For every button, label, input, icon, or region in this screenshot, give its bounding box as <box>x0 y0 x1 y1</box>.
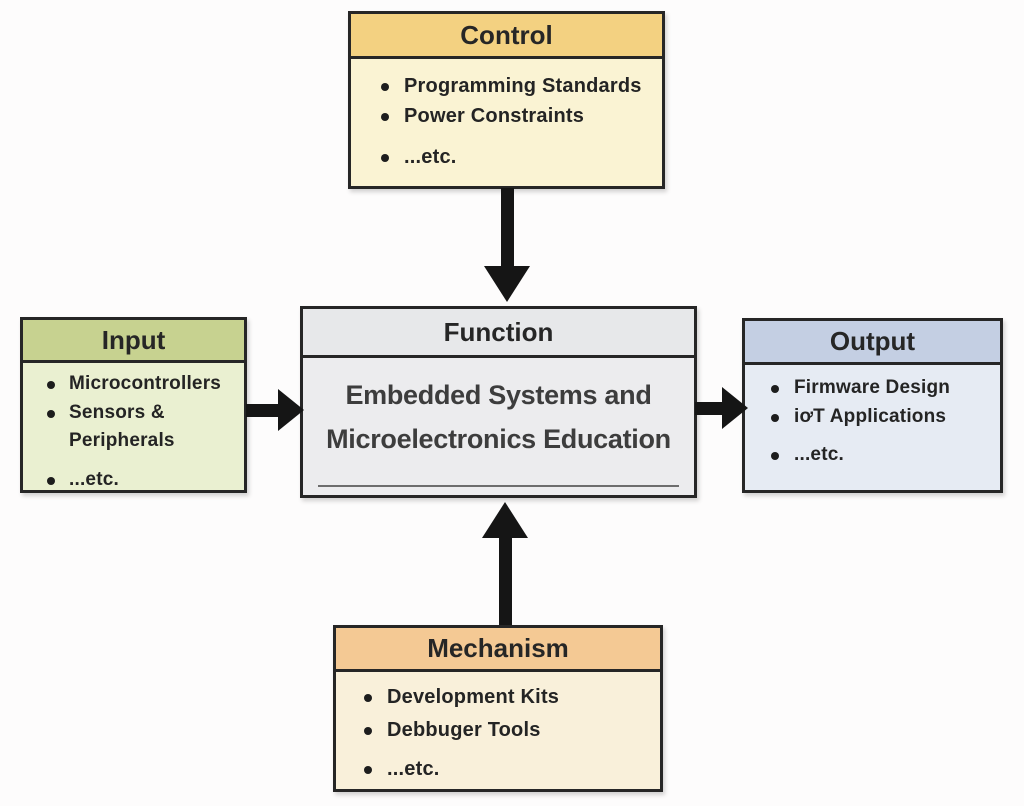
bullet-icon <box>771 414 779 422</box>
arrow-shaft <box>695 402 724 415</box>
arrow-shaft <box>501 188 514 268</box>
output-box-body: Firmware Design iơT Applications ...etc. <box>745 365 1000 469</box>
arrowhead-right-icon <box>722 387 748 429</box>
function-label: Embedded Systems and Microelectronics Ed… <box>326 380 671 454</box>
bullet-icon <box>771 385 779 393</box>
list-item: iơT Applications <box>771 402 996 431</box>
arrowhead-up-icon <box>482 502 528 538</box>
bullet-icon <box>364 727 372 735</box>
list-item: ...etc. <box>771 440 996 469</box>
arrow-shaft <box>246 404 280 417</box>
bullet-icon <box>771 452 779 460</box>
mechanism-box: Mechanism Development Kits Debbuger Tool… <box>333 625 663 792</box>
list-item: Power Constraints <box>381 101 654 131</box>
arrowhead-right-icon <box>278 389 304 431</box>
list-item-label: Microcontrollers <box>69 373 222 394</box>
list-item: Programming Standards <box>381 71 654 101</box>
control-box-title: Control <box>351 14 662 59</box>
bullet-icon <box>364 694 372 702</box>
list-item: Development Kits <box>364 682 654 712</box>
bullet-icon <box>47 381 55 389</box>
mechanism-box-title: Mechanism <box>336 628 660 672</box>
function-box: Function Embedded Systems and Microelect… <box>300 306 697 498</box>
list-item-label: Debbuger Tools <box>387 719 541 741</box>
list-item-label: Programming Standards <box>404 75 642 97</box>
list-item: ...etc. <box>364 754 654 784</box>
function-underline <box>318 485 679 487</box>
arrowhead-down-icon <box>484 266 530 302</box>
control-box: Control Programming Standards Power Cons… <box>348 11 665 189</box>
input-box-title: Input <box>23 320 244 363</box>
output-box-title: Output <box>745 321 1000 365</box>
list-item-label: ...etc. <box>794 444 844 465</box>
list-item: ...etc. <box>381 142 654 172</box>
bullet-icon <box>364 766 372 774</box>
list-item-label: Power Constraints <box>404 105 585 127</box>
output-box: Output Firmware Design iơT Applications … <box>742 318 1003 493</box>
list-item: Debbuger Tools <box>364 715 654 745</box>
list-item-label: Sensors & Peripherals <box>69 402 175 451</box>
bullet-icon <box>381 83 389 91</box>
list-item-label: Development Kits <box>387 686 560 708</box>
bullet-icon <box>381 113 389 121</box>
mechanism-box-body: Development Kits Debbuger Tools ...etc. <box>336 672 660 784</box>
list-item: ...etc. <box>47 466 240 494</box>
list-item-label: ...etc. <box>387 758 440 780</box>
list-item-label: Firmware Design <box>794 377 951 398</box>
bullet-icon <box>47 410 55 418</box>
function-box-body: Embedded Systems and Microelectronics Ed… <box>303 358 694 498</box>
bullet-icon <box>47 477 55 485</box>
input-box: Input Microcontrollers Sensors & Periphe… <box>20 317 247 493</box>
arrow-shaft <box>499 536 512 625</box>
list-item-label: ...etc. <box>69 469 119 490</box>
list-item: Microcontrollers <box>47 370 240 398</box>
list-item: Firmware Design <box>771 373 996 402</box>
input-box-body: Microcontrollers Sensors & Peripherals .… <box>23 363 244 494</box>
function-box-title: Function <box>303 309 694 358</box>
list-item: Sensors & Peripherals <box>47 399 240 455</box>
list-item-label: iơT Applications <box>794 406 947 427</box>
control-box-body: Programming Standards Power Constraints … <box>351 59 662 172</box>
list-item-label: ...etc. <box>404 146 457 168</box>
bullet-icon <box>381 154 389 162</box>
